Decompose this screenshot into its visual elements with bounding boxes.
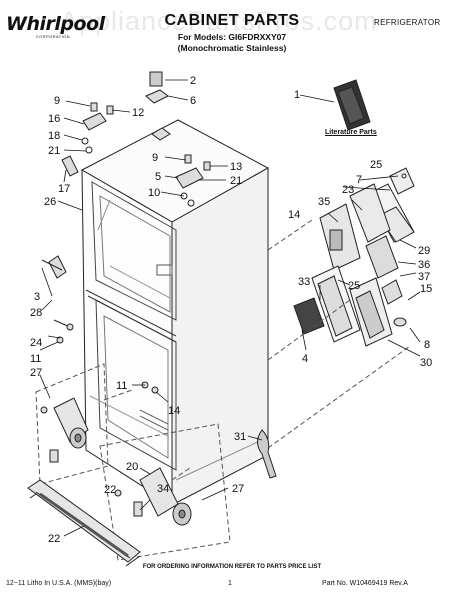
callout-12: 15 [420,283,432,295]
brand-sub: CORPORATION [36,34,70,39]
callout-37: 37 [418,271,430,283]
callout-17: 17 [58,183,70,195]
callout-6: 6 [190,95,196,107]
watermark: AppliancePartsPros.com [60,6,378,36]
callout-14-center: 13 [230,161,242,173]
callout-21-bottom: 22 [104,484,116,496]
callout-21-center: 21 [230,175,242,187]
toe-grille [27,479,141,567]
callout-35: 35 [318,196,330,208]
category-label: REFRIGERATOR [374,18,441,27]
hinge-cover [145,71,171,141]
footer-part-number: Part No. W10469419 Rev.A [322,580,408,587]
callout-22: 22 [48,533,60,545]
callout-2: 2 [190,75,196,87]
callout-5: 5 [155,171,161,183]
callout-23: 23 [342,184,354,196]
callout-15: 14 [168,405,180,417]
caster-left [40,397,89,463]
callout-16: 14 [288,209,300,221]
screw-8 [393,317,407,327]
callout-26: 26 [44,196,56,208]
callout-8: 8 [424,339,430,351]
callout-4: 4 [302,353,308,365]
caster-right [114,467,192,526]
callout-31: 31 [234,431,246,443]
model-info: For Models: GI6FDRXXY07 (Monochromatic S… [0,32,464,54]
callout-34: 34 [157,483,169,495]
callout-9-center: 9 [152,152,158,164]
leveling-bracket-left [41,255,67,279]
door-stop [61,155,79,177]
callout-30: 30 [420,357,432,369]
literature-booklet [333,79,371,131]
top-hinge-left [81,102,114,154]
bottom-screws [141,381,159,394]
page-title: CABINET PARTS [164,12,300,29]
callout-25-top: 25 [370,159,382,171]
control-panel [319,167,415,279]
brand-logo: Whirlpool [6,13,105,35]
dispenser-housing [293,265,393,347]
callout-13: 16 [48,113,60,125]
callout-21-left: 21 [48,145,60,157]
cabinet [80,119,270,506]
callout-numbers: 2 6 9 12 16 18 21 17 26 1 9 13 5 10 21 2… [30,75,432,545]
dashed-connectors [35,219,411,561]
leader-lines [39,79,421,537]
callout-24: 24 [30,337,42,349]
callout-1: 1 [294,89,300,101]
callout-20: 20 [126,461,138,473]
screw-11-left [56,336,64,344]
screw-24 [53,319,74,331]
callout-33: 33 [298,276,310,288]
callout-18: 18 [48,130,60,142]
callout-36: 36 [418,259,430,271]
callout-29: 29 [418,245,430,257]
callout-9-left: 9 [54,95,60,107]
callout-28: 28 [30,307,42,319]
callout-27-right: 27 [232,483,244,495]
callout-3: 3 [34,291,40,303]
callout-25-mid: 25 [348,280,360,292]
callout-11-left: 11 [30,353,41,365]
model-line-1: For Models: GI6FDRXXY07 [177,32,287,42]
callout-11-center: 11 [116,380,127,392]
model-line-2: (Monochromatic Stainless) [177,43,287,53]
hinge-37 [381,279,403,305]
callout-7: 7 [356,174,362,186]
callout-14-left: 12 [132,107,144,119]
callout-27-left: 27 [30,367,42,379]
footer-litho: 12−11 Litho In U.S.A. (MMS)(bay) [6,580,112,587]
footer-page-number: 1 [228,580,232,587]
literature-parts-label: Literature Parts [325,129,377,136]
ordering-note: FOR ORDERING INFORMATION REFER TO PARTS … [142,564,322,570]
top-hinge-center [175,154,211,207]
callout-10: 10 [148,187,160,199]
